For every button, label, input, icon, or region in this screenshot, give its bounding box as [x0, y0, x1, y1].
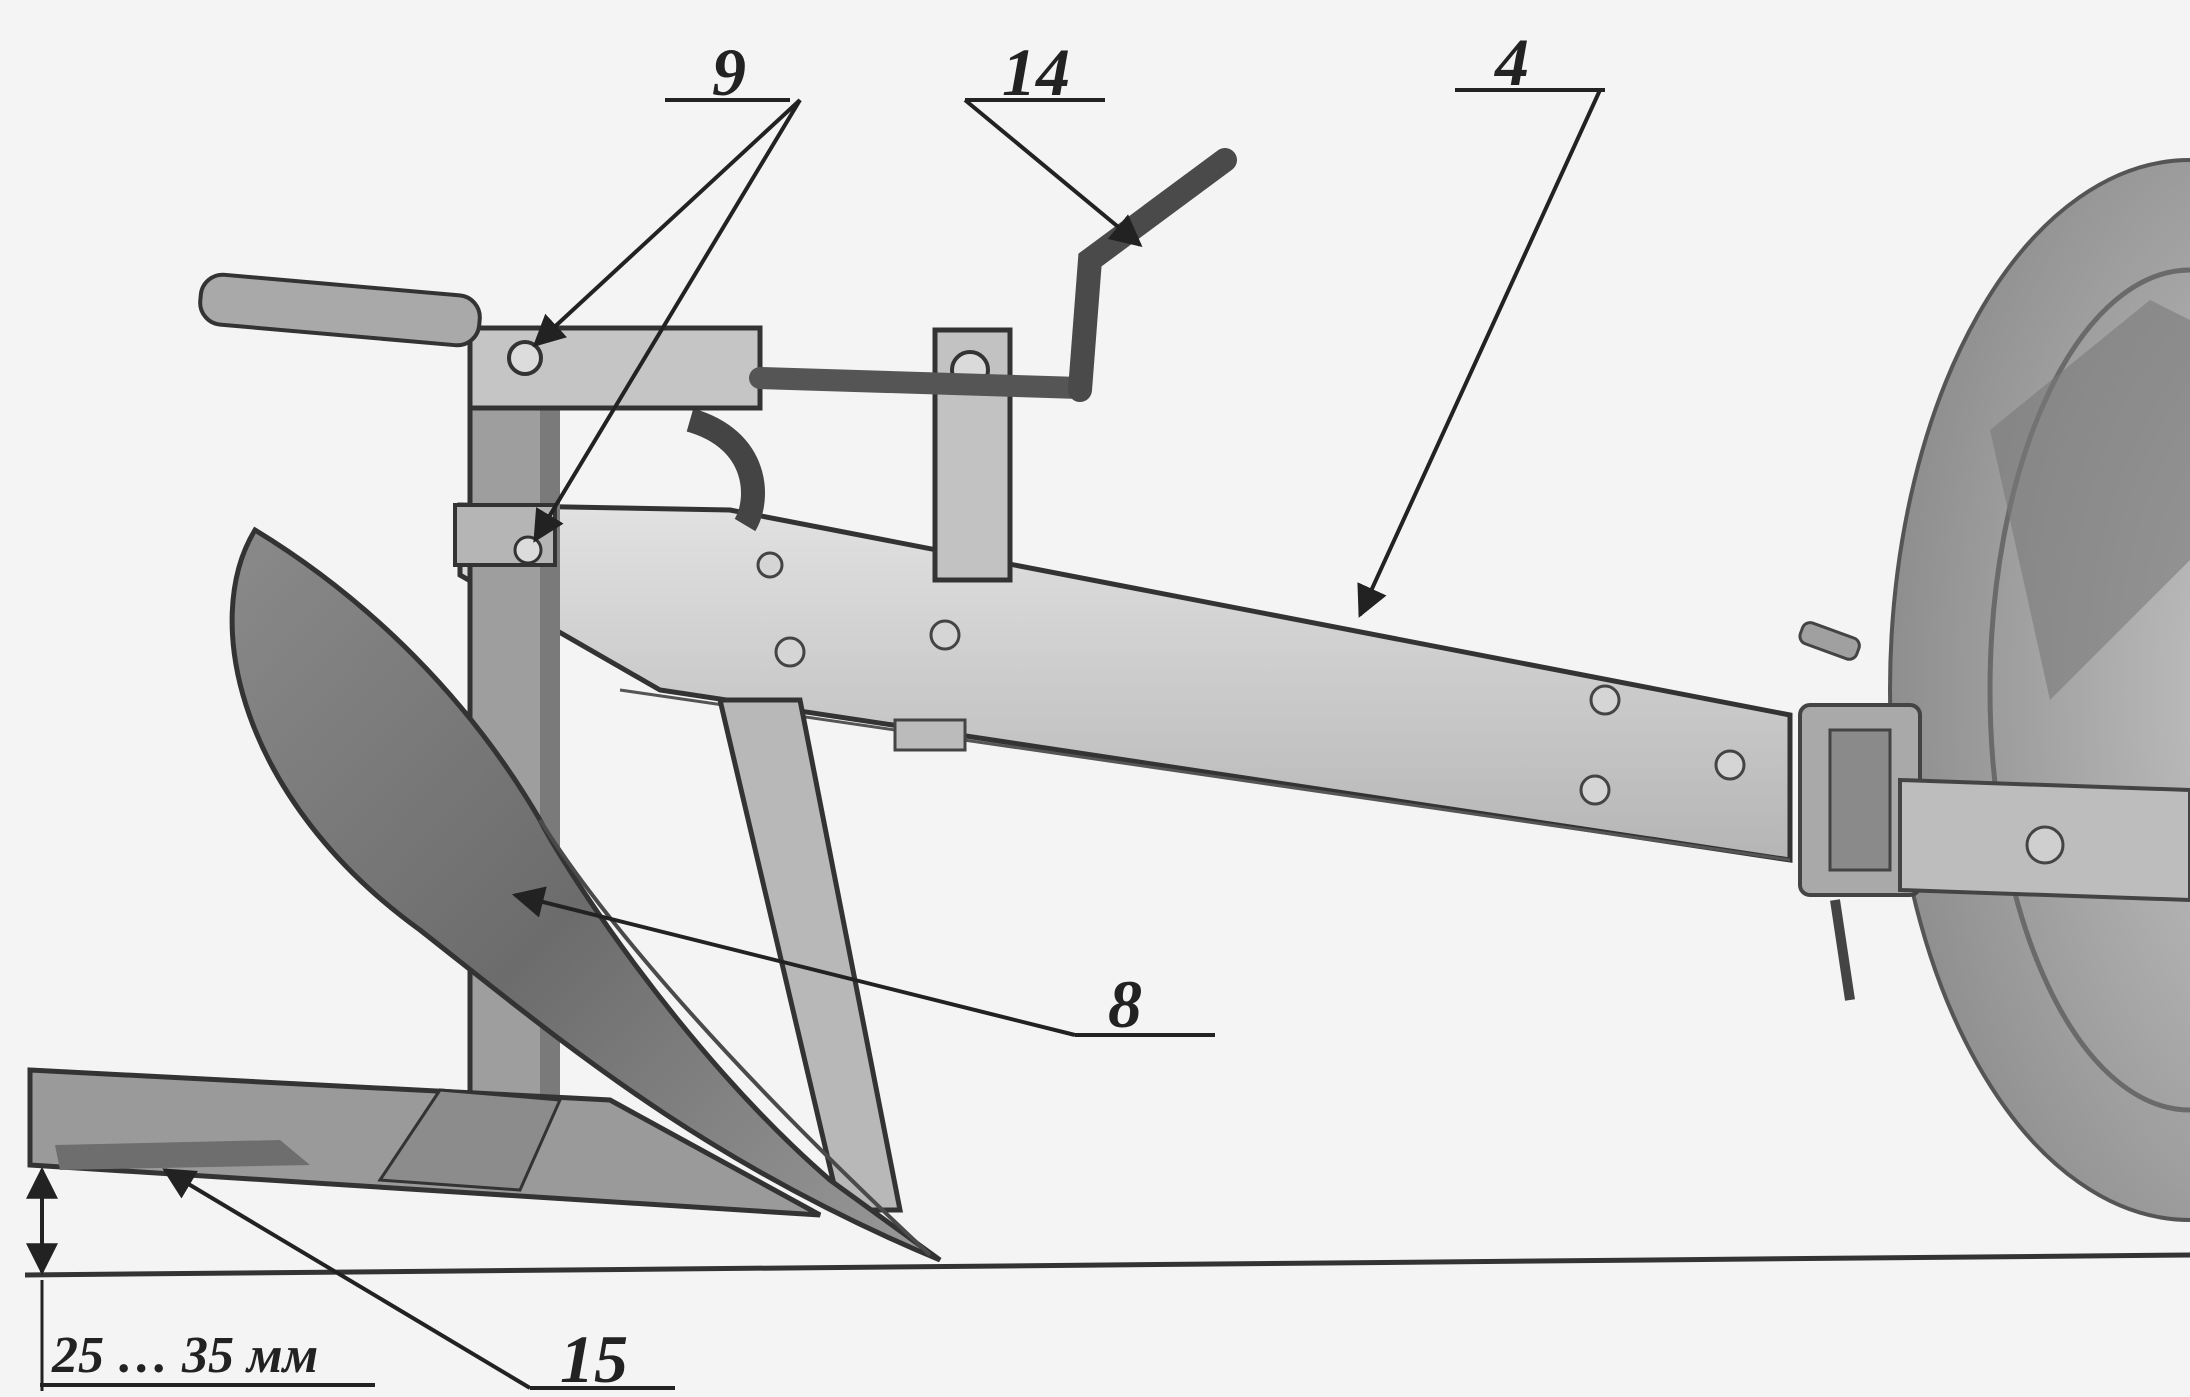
dimension-arrow	[26, 1166, 375, 1391]
wheel	[1888, 158, 2190, 1222]
callout-9: 9	[712, 34, 746, 110]
callout-15: 15	[560, 1321, 628, 1397]
callout-8: 8	[1108, 966, 1142, 1042]
dimension-label: 25 … 35 мм	[52, 1327, 319, 1384]
plough-beam	[457, 502, 1793, 863]
ground-line	[24, 1252, 2190, 1278]
hitch-bracket	[1798, 621, 2190, 1001]
callout-4: 4	[1495, 24, 1529, 100]
moldboard	[229, 526, 942, 1263]
skid-shoe	[27, 1067, 822, 1218]
callout-14: 14	[1002, 34, 1070, 110]
leader-lines	[162, 88, 1605, 1390]
adjustment-handle	[749, 148, 1237, 583]
